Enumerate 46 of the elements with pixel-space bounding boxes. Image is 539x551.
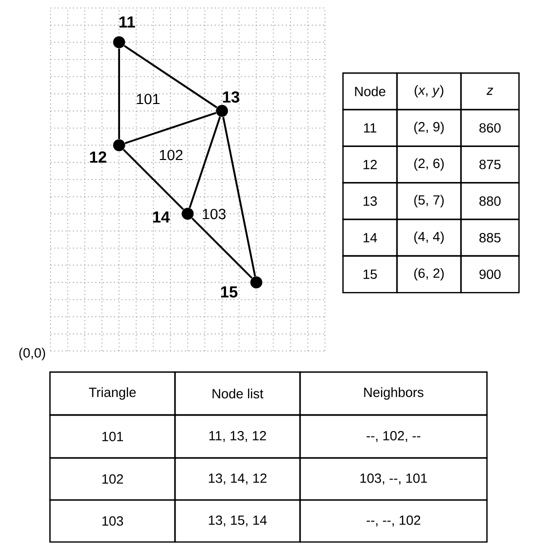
table-cell: 11, 13, 12 — [174, 414, 301, 459]
line — [122, 148, 184, 210]
table-cell: --, --, 102 — [299, 499, 488, 543]
table-cell: 12 — [342, 146, 398, 184]
node-number: 12 — [90, 151, 106, 163]
triangle-number: 102 — [160, 150, 182, 160]
table-cell: (5, 7) — [396, 182, 462, 220]
node-number: 11 — [120, 16, 135, 28]
node-number: 14 — [153, 212, 170, 222]
table-cell: 103 — [49, 499, 176, 543]
line — [191, 218, 253, 279]
table-cell: 880 — [460, 182, 520, 220]
table-cell: 11 — [342, 108, 398, 147]
table-cell: Triangle — [49, 371, 176, 416]
table-cell: 14 — [342, 218, 398, 257]
line — [124, 45, 218, 108]
triangle-number: 103 — [202, 208, 226, 220]
table-cell: 860 — [460, 108, 520, 147]
table-cell: 101 — [49, 414, 176, 459]
node-number: 13 — [223, 91, 240, 103]
line — [222, 116, 256, 276]
table-cell: 13, 14, 12 — [174, 457, 301, 501]
table-cell: 13 — [342, 182, 398, 220]
table-cell: 103, --, 101 — [299, 457, 488, 501]
table-cell: 13, 15, 14 — [174, 499, 301, 543]
triangle-number: 101 — [136, 94, 160, 104]
line — [188, 116, 221, 208]
table-cell: Node list — [174, 371, 301, 416]
table-cell: z — [460, 72, 520, 110]
table-cell: 15 — [342, 255, 398, 294]
table-cell: (2, 6) — [396, 146, 462, 184]
table-cell: 102 — [49, 457, 176, 501]
table-cell: (x, y) — [396, 72, 462, 110]
table-cell: (6, 2) — [396, 255, 462, 294]
line — [124, 112, 216, 144]
table-cell: (2, 9) — [396, 108, 462, 147]
table-cell: 875 — [460, 146, 520, 184]
line — [118, 48, 120, 139]
table-cell: 885 — [460, 218, 520, 257]
table-cell: Neighbors — [299, 371, 488, 416]
table-cell: 900 — [460, 255, 520, 294]
table-cell: (4, 4) — [396, 218, 462, 257]
table-cell: Node — [342, 72, 398, 110]
table-cell: --, 102, -- — [299, 414, 488, 459]
origin-label: (0,0) — [19, 348, 46, 360]
node-number: 15 — [221, 286, 238, 298]
